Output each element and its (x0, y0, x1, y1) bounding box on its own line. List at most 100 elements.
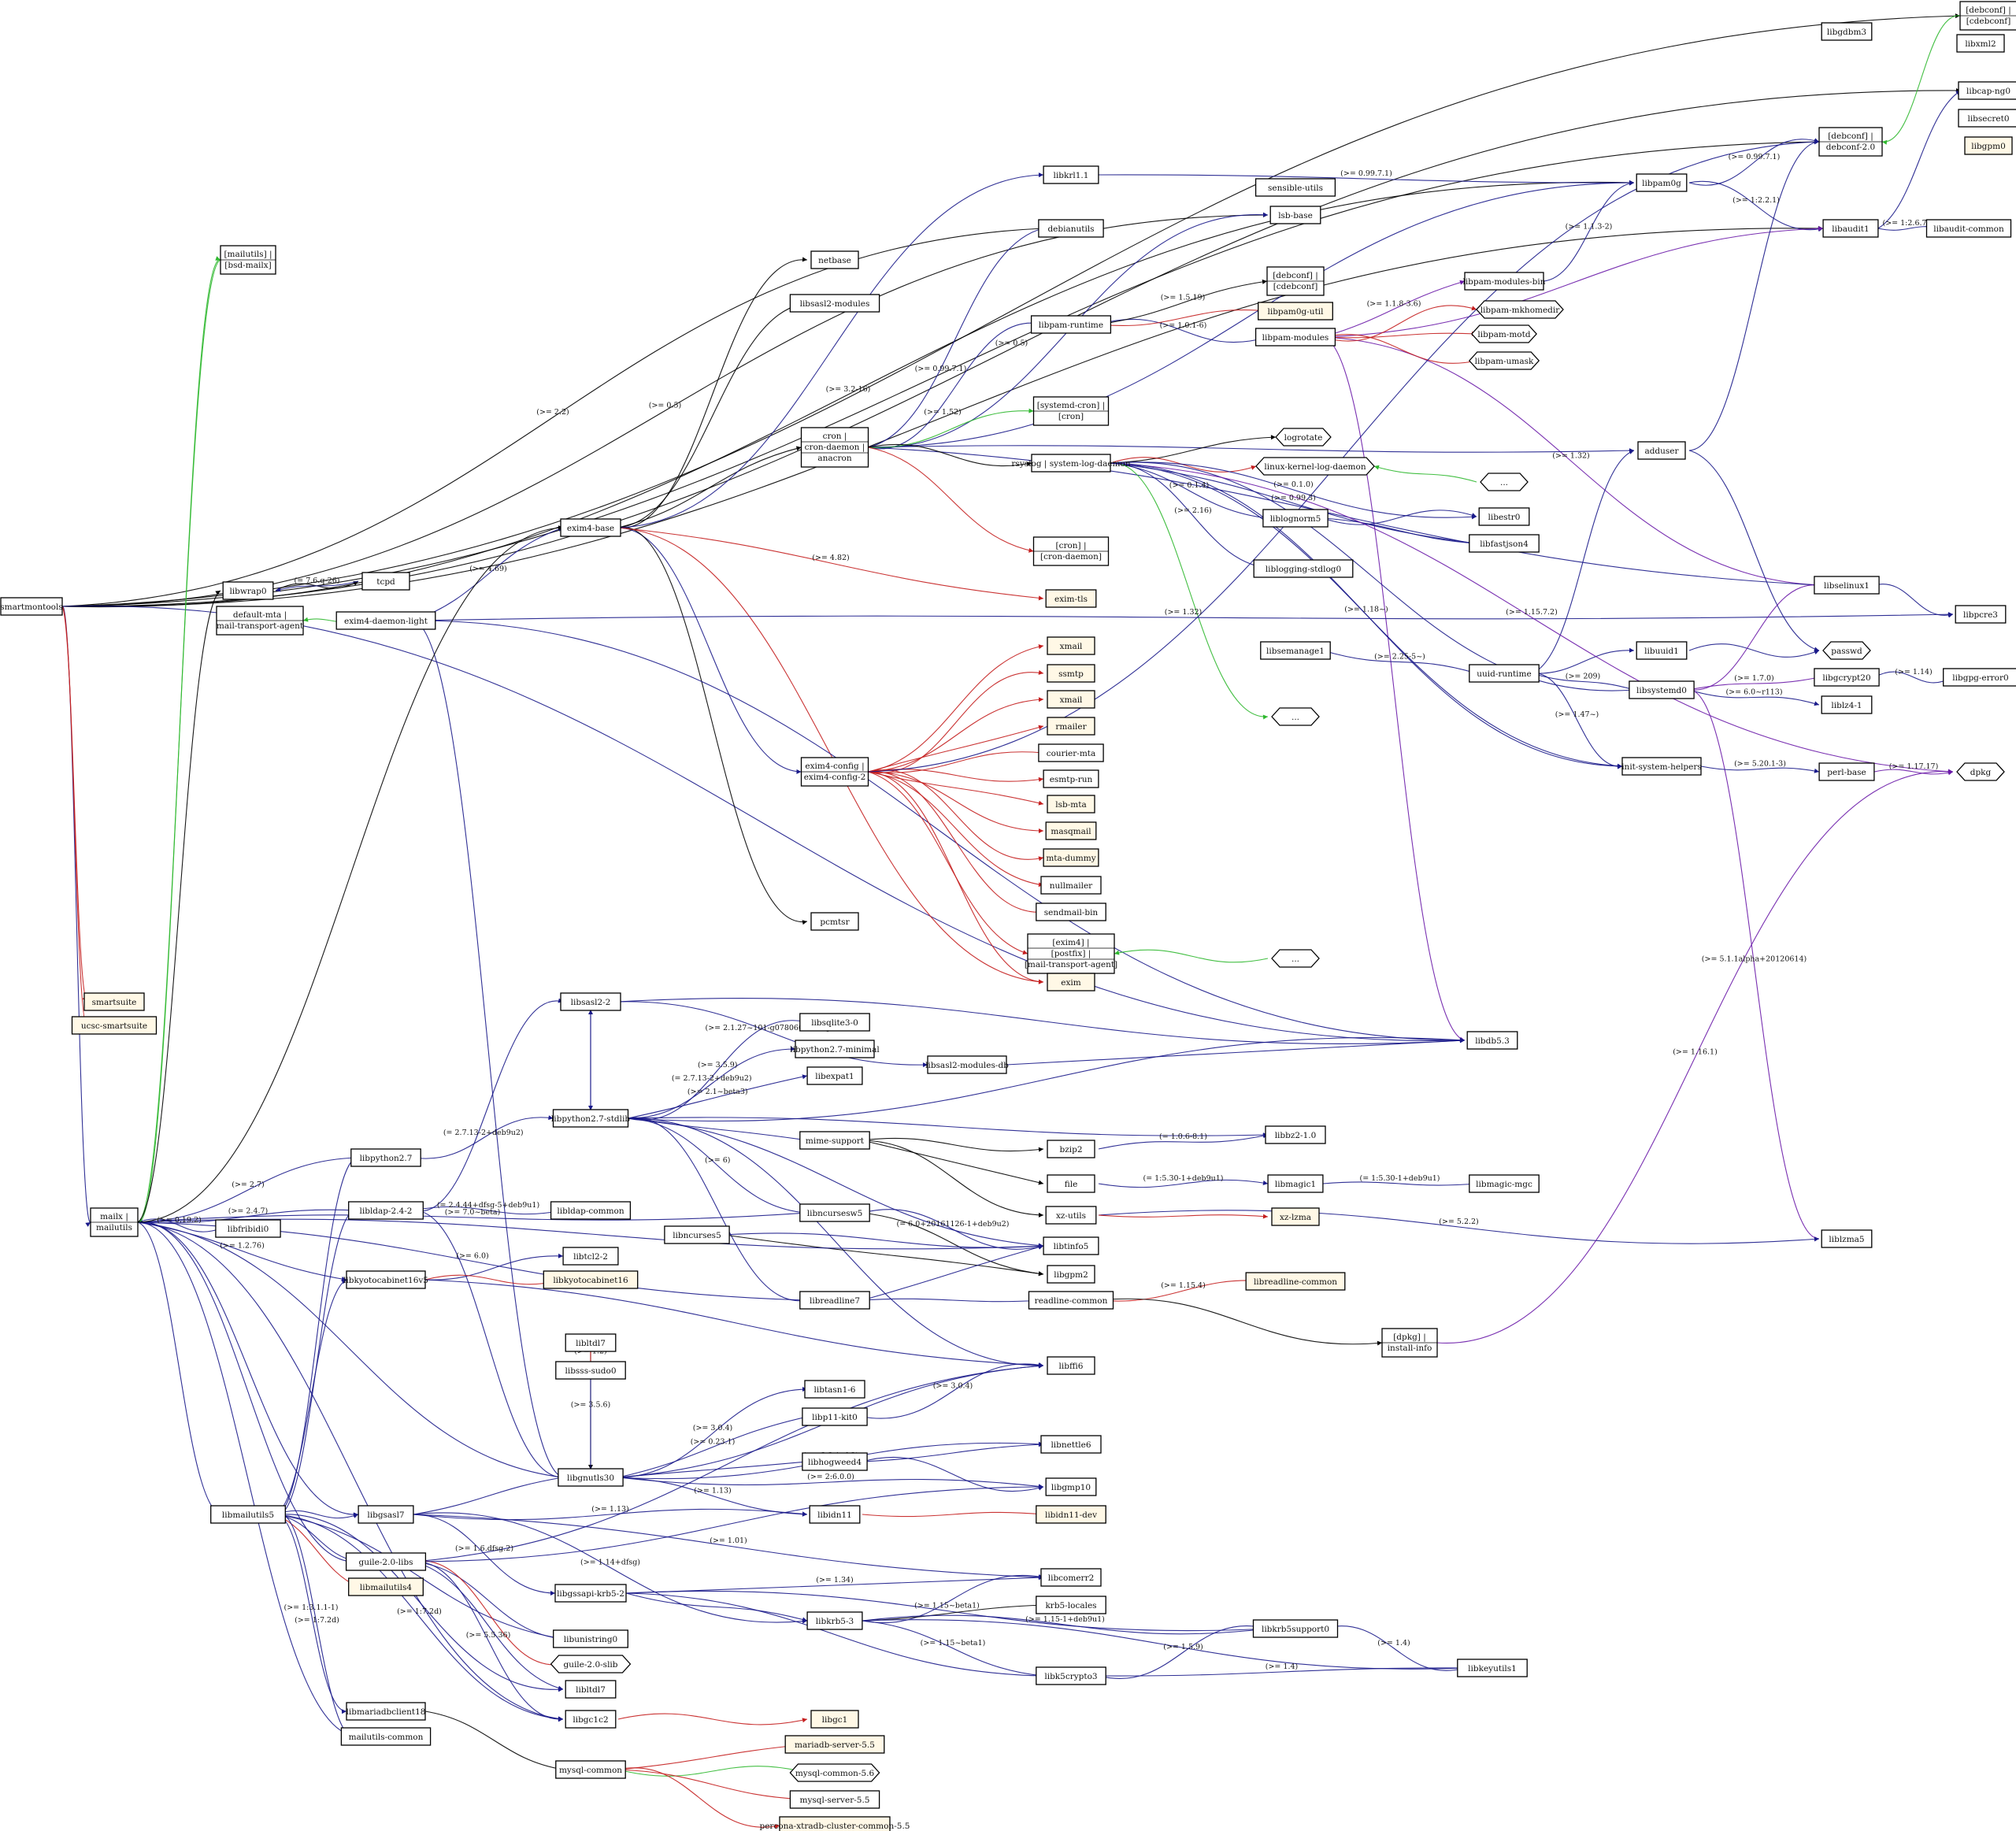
package-node-liblz4-1: liblz4-1 (1821, 695, 1873, 714)
package-node-liblber: libsecret0 (1958, 109, 2016, 128)
edge-exim4-base-to-exim4-config (617, 527, 802, 773)
node-box (1943, 668, 2016, 687)
edge-exim4-config-to-courier-mta (868, 751, 1044, 773)
node-box (552, 1109, 629, 1128)
node-label: libreadline7 (810, 1296, 860, 1306)
edge-label: (>= 1.18~) (1344, 606, 1388, 614)
edge-arrowhead (1814, 139, 1819, 145)
edge-label: (>= 1:7.2d) (397, 1607, 442, 1616)
edge-exim4-base-to-netbase (617, 259, 808, 528)
node-label: libexpat1 (815, 1072, 854, 1081)
package-node-pcmtsr: pcmtsr (810, 912, 859, 931)
package-node-ssmtp: ssmtp (1047, 664, 1095, 683)
package-node-esmtp-run: esmtp-run (1043, 769, 1099, 788)
package-node-ellipsis2: ... (1271, 707, 1320, 726)
node-label: libgnutls30 (567, 1473, 614, 1483)
edge-dpkg-install-info-to-dpkg (1436, 771, 1954, 1344)
package-node-libpam-modules-bin: libpam-modules-bin (1462, 272, 1546, 291)
edge-label: (>= 0.1.0) (1273, 480, 1314, 489)
node-box (1047, 636, 1095, 655)
node-label: [debconf] |[cdebconf] (1273, 271, 1318, 291)
edge-label: (>= 1.7.0) (1734, 674, 1774, 683)
package-node-debianutils: debianutils (1038, 219, 1104, 238)
node-box (806, 1066, 863, 1085)
node-box (565, 1680, 617, 1699)
node-label: courier-mta (1047, 749, 1096, 758)
node-box (799, 1131, 870, 1150)
edge-libpam0g-to-debconf-main (1688, 139, 1820, 186)
node-box (1466, 1031, 1518, 1050)
edge-arrowhead (1629, 450, 1634, 454)
edge-tcpd-to-libwrap0 (275, 580, 359, 591)
node-box (1821, 1229, 1873, 1248)
edge-uuid-runtime-to-libsystemd0 (1531, 673, 1635, 691)
edge-libhogweed4-to-libgmp10 (862, 1457, 1044, 1492)
node-label: smartmontools (0, 602, 63, 612)
package-node-libloggingstdlog0: liblogging-stdlog0 (1253, 559, 1354, 578)
edge-libpam-modules-to-libpam-modules-bin (1322, 280, 1466, 338)
node-label: libcomerr2 (1048, 1573, 1095, 1583)
node-box (1253, 559, 1354, 578)
package-node-libpam-modules: libpam-modules (1254, 328, 1336, 347)
node-label: lsb-base (1278, 211, 1313, 221)
edge-label: (>= 7.0~beta) (445, 1208, 501, 1217)
node-label: exim (1061, 978, 1080, 988)
edge-label: (>= 0.5) (649, 402, 681, 410)
edge-mysql-common-to-mysql-server55 (617, 1769, 808, 1800)
node-label: libmailutils4 (360, 1583, 412, 1592)
edge-adduser-to-passwd (1688, 450, 1820, 651)
node-box (1267, 1174, 1324, 1193)
edge-arrowhead (1471, 306, 1477, 311)
package-node-passwd: passwd (1822, 641, 1871, 660)
edge-arrowhead (1629, 647, 1634, 653)
node-box (1958, 81, 2016, 100)
edge-exim4-config-to-exim (868, 771, 1044, 983)
node-label: sendmail-bin (1044, 908, 1099, 917)
edge-readline-common-to-libreadline-common (1098, 1280, 1269, 1302)
edge-mime-support-to-file (862, 1140, 1044, 1184)
edge-arrowhead (1038, 1212, 1043, 1218)
package-node-default-mta: default-mta |mail-transport-agent (216, 606, 304, 636)
edge-exim4-config-to-exim4-postfix (868, 771, 1028, 954)
package-node-ucsc-smartsuite: ucsc-smartsuite (71, 1016, 158, 1035)
edge-label: (>= 2.4.7) (228, 1207, 269, 1216)
edge-arrowhead (85, 1222, 91, 1227)
node-label: libkyotocabinet16v5 (343, 1276, 428, 1285)
edge-label: (>= 6) (705, 1156, 730, 1165)
package-node-libpam-umask: libpam-umask (1468, 351, 1540, 370)
node-label: libsecret0 (1967, 114, 2009, 124)
package-node-readline-common: readline-common (1028, 1291, 1114, 1310)
package-node-libpam-mkhomedir: libpam-mkhomedir (1476, 300, 1564, 319)
edge-label: (= 1.0.6-8.1) (1159, 1132, 1207, 1141)
node-label: nullmailer (1050, 881, 1093, 891)
node-label: mysql-common (559, 1766, 622, 1775)
node-box (1958, 109, 2016, 128)
edge-guile-to-libunistring0 (413, 1561, 564, 1640)
edge-label: (>= 2.2) (536, 408, 569, 417)
edge-label: (>= 1:2.6.7-2) (1882, 219, 1936, 228)
node-label: libaudit-common (1933, 224, 2004, 234)
edge-arrowhead (802, 1511, 807, 1517)
node-label: libpam0g (1642, 179, 1681, 188)
node-label: tcpd (376, 577, 395, 587)
package-node-sendmail-bin: sendmail-bin (1036, 903, 1106, 921)
edge-mailx-to-mailutils-common (137, 1221, 359, 1737)
node-label: [mailutils] |[bsd-mailx] (224, 250, 272, 270)
package-node-linux-kernel-log-daemon: linux-kernel-log-daemon (1255, 457, 1375, 476)
node-box (346, 1702, 426, 1721)
edge-libpam-modules-to-libdb53 (1322, 336, 1466, 1041)
edge-libgsasl7-to-libgnutls30 (413, 1477, 564, 1515)
node-box (1821, 22, 1873, 41)
edge-rsyslog-to-libsystemd0 (1110, 461, 1635, 691)
edge-arrowhead (1882, 139, 1888, 145)
edge-libgsasl7-to-libkrb5-3 (413, 1512, 808, 1623)
node-box (789, 1763, 880, 1782)
node-box (1964, 136, 2013, 155)
edge-arrowhead (1038, 669, 1043, 675)
node-box (1469, 534, 1540, 553)
edge-label: (>= 1.2.76) (220, 1242, 265, 1251)
node-label: ssmtp (1058, 669, 1084, 679)
edge-libreadline7-to-libtinfo5 (862, 1245, 1044, 1301)
node-box (71, 1016, 158, 1035)
